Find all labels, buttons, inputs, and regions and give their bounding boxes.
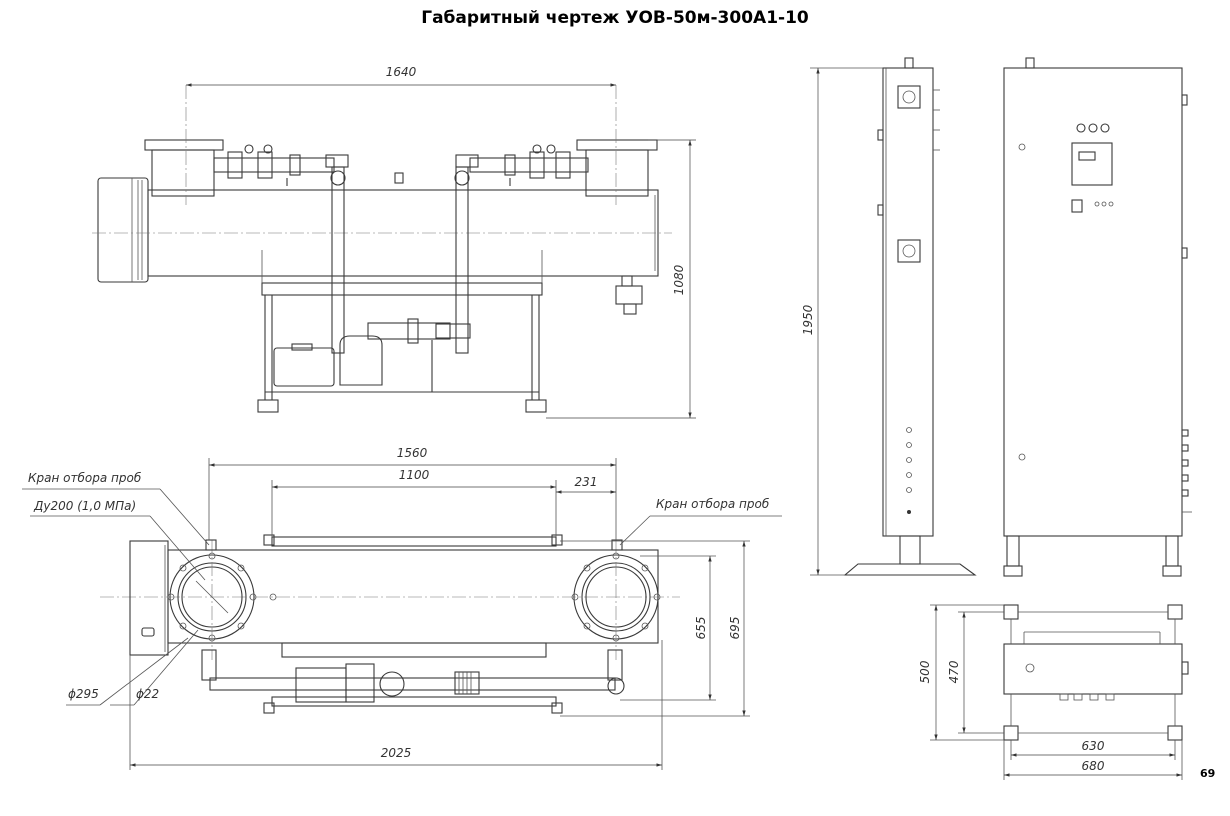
dim-flange-spacing-top: 1560 xyxy=(397,446,428,460)
control-panel-display xyxy=(1071,142,1113,186)
dim-base-depth-inner: 470 xyxy=(947,660,961,683)
cabinet-front-body xyxy=(1003,67,1183,537)
lamp-end-cap xyxy=(97,177,149,283)
pump-head xyxy=(339,335,383,386)
callout-nozzle: Ду200 (1,0 МПа) xyxy=(33,499,136,513)
support-frame xyxy=(261,282,543,296)
bolt-holes-right xyxy=(571,552,661,642)
dim-base-width-outer: 680 xyxy=(1082,759,1105,773)
cabinet-base-body xyxy=(1003,643,1183,695)
cabinet-side-view: 1950 xyxy=(801,57,977,576)
outlet-nozzle xyxy=(585,149,649,197)
dim-base-width-inner: 630 xyxy=(1082,739,1105,753)
indicator-lamp-2 xyxy=(1088,123,1098,133)
frame-rail-front xyxy=(271,696,557,707)
callout-right-sample-tap: Кран отбора проб xyxy=(656,497,770,511)
cabinet-side-base xyxy=(843,563,977,576)
page-title: Габаритный чертеж УОВ-50м-300А1-10 xyxy=(421,8,809,28)
dim-cabinet-height: 1950 xyxy=(801,304,815,335)
lamp-cap-top xyxy=(129,540,169,656)
dim-base-depth-outer: 500 xyxy=(918,660,932,683)
indicator-lamp-3 xyxy=(1100,123,1110,133)
top-view: 1560 1100 231 2025 655 695 Кран отбора п… xyxy=(22,446,782,770)
dim-width-outer: 695 xyxy=(728,617,742,640)
page-number: 69 xyxy=(1200,767,1216,780)
dim-width-inner: 655 xyxy=(694,617,708,640)
dim-flange-diameter: ϕ295 xyxy=(68,687,99,701)
bypass-pipe xyxy=(209,677,616,691)
callout-left-sample-tap: Кран отбора проб xyxy=(28,471,142,485)
main-switch xyxy=(1071,199,1083,213)
cabinet-front-view xyxy=(1003,57,1192,577)
front-view: 1640 1080 xyxy=(92,65,696,419)
indicator-lamp-1 xyxy=(1076,123,1086,133)
pump-motor xyxy=(273,347,335,387)
cabinet-side-body xyxy=(882,67,934,537)
dim-flange-spacing-front: 1640 xyxy=(386,65,417,79)
frame-rail-back xyxy=(271,536,557,547)
dim-overall-length: 2025 xyxy=(381,746,412,760)
cabinet-base-plan: 500 470 630 680 xyxy=(918,604,1189,780)
dim-overall-height-front: 1080 xyxy=(672,264,686,295)
side-connector-top xyxy=(897,85,921,109)
inlet-nozzle xyxy=(151,149,215,197)
side-connector-mid xyxy=(897,239,921,263)
bolt-holes-left xyxy=(167,552,257,642)
dim-bolt-hole: ϕ22 xyxy=(136,687,159,701)
dim-frame-length: 1100 xyxy=(399,468,430,482)
dim-offset: 231 xyxy=(575,475,598,489)
